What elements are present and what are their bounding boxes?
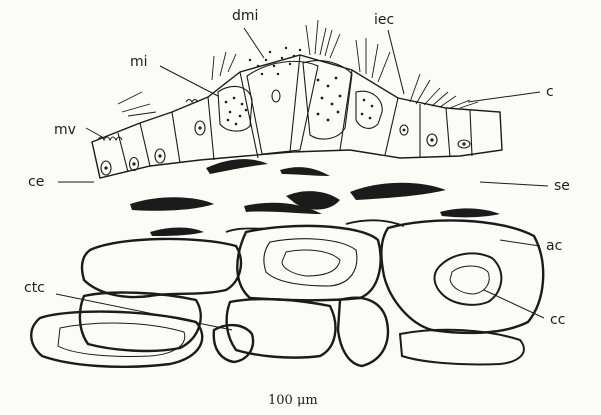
- label-cc: cc: [550, 312, 565, 328]
- label-dmi: dmi: [232, 8, 258, 24]
- cilia: [118, 20, 478, 116]
- mucous-granules: [225, 47, 374, 126]
- cartilage: [31, 220, 543, 366]
- submucosa: [130, 159, 500, 236]
- label-ac: ac: [546, 238, 562, 254]
- label-iec: iec: [374, 12, 394, 28]
- label-c: c: [546, 84, 554, 100]
- epithelium: [92, 20, 502, 178]
- label-mv: mv: [54, 122, 76, 138]
- label-mi: mi: [130, 54, 148, 70]
- label-ctc: ctc: [24, 280, 45, 296]
- label-ce: ce: [28, 174, 44, 190]
- cell-nuclei: [101, 90, 470, 175]
- scale-bar-label: 100 μm: [268, 393, 318, 408]
- label-se: se: [554, 178, 570, 194]
